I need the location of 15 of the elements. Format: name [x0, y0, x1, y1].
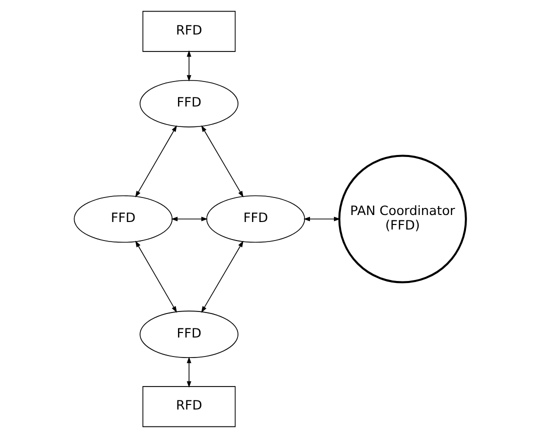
node-circle: PAN Coordinator (FFD): [338, 154, 466, 284]
arrow: [134, 240, 176, 313]
arrow: [200, 240, 243, 313]
node-box: RFD: [142, 10, 236, 52]
node-box: RFD: [142, 386, 236, 428]
arrow: [134, 125, 176, 198]
node-ellipse: FFD: [73, 195, 172, 243]
node-ellipse: FFD: [139, 310, 238, 358]
arrow: [170, 216, 208, 222]
node-ellipse: FFD: [206, 195, 305, 243]
arrow: [186, 356, 191, 388]
arrow: [200, 125, 243, 198]
node-ellipse: FFD: [139, 80, 238, 128]
arrow: [303, 216, 340, 222]
arrow: [186, 50, 191, 82]
